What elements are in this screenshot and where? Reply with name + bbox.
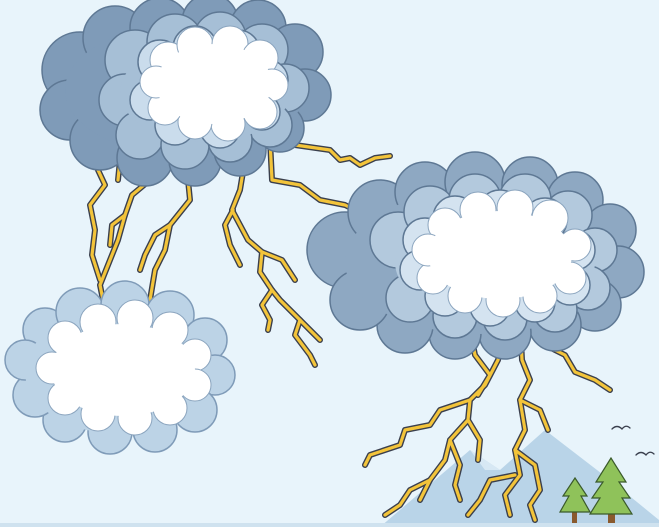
ground-strip (0, 523, 659, 527)
top-left-cloud-bubble (140, 26, 288, 141)
